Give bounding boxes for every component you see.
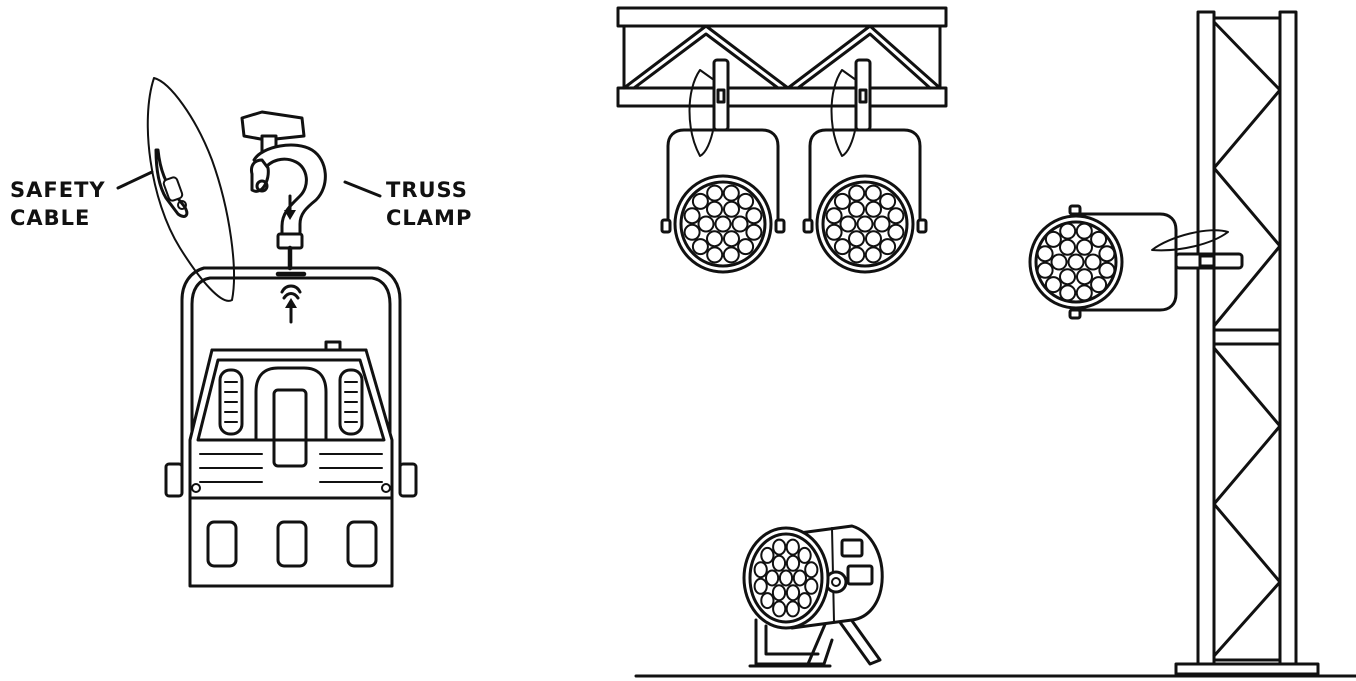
led-lens [697, 215, 715, 233]
led-lens [737, 238, 755, 256]
side-mounted-fixture [1028, 204, 1244, 320]
led-lens [1084, 253, 1102, 271]
led-lens [1090, 230, 1108, 248]
led-lens [1036, 245, 1054, 263]
led-lens [879, 192, 897, 210]
led-lens [804, 577, 819, 595]
safety-cable-label: SAFETY CABLE [10, 176, 106, 232]
led-lens [683, 207, 701, 225]
led-lens [792, 569, 808, 587]
led-lens [785, 584, 801, 602]
led-lens [723, 230, 740, 248]
led-lens [1075, 284, 1093, 302]
led-lens [785, 600, 800, 618]
led-lens [1044, 230, 1062, 248]
led-lens [691, 192, 709, 210]
led-lens [856, 215, 874, 233]
led-lens [706, 200, 723, 218]
led-lens [745, 223, 763, 241]
led-lens [865, 200, 882, 218]
truss-clamp-label-line-1: TRUSS [386, 178, 468, 202]
led-lens [839, 215, 857, 233]
fixture-detail [116, 77, 418, 588]
led-lens [771, 584, 787, 602]
led-lens [873, 215, 891, 233]
led-lens [722, 184, 740, 202]
led-lens [1059, 284, 1077, 302]
led-lens [797, 546, 812, 564]
led-lens [745, 207, 763, 225]
led-lens [887, 223, 905, 241]
led-lens [1044, 276, 1062, 294]
led-lens [865, 230, 882, 248]
led-lens [683, 223, 701, 241]
led-lens [723, 200, 740, 218]
led-lens [1059, 222, 1077, 240]
led-lens [1075, 222, 1093, 240]
led-lens [1059, 268, 1076, 286]
led-lens [753, 577, 768, 595]
led-lens [848, 200, 865, 218]
led-lens [760, 546, 775, 564]
led-lens [1067, 253, 1085, 271]
safety-cable-label-line-1: SAFETY [10, 178, 106, 202]
led-lens [772, 538, 787, 556]
led-lens [879, 238, 897, 256]
safety-cable-icon [146, 77, 235, 302]
led-lens [1076, 238, 1093, 256]
led-lens [797, 592, 812, 610]
led-lens [737, 192, 755, 210]
led-lens [765, 569, 780, 587]
led-lens [887, 207, 905, 225]
led-lens [785, 554, 801, 572]
safety-cable-leader [116, 170, 154, 190]
led-lens [1076, 268, 1093, 286]
led-lens [833, 192, 851, 210]
led-lens [778, 569, 794, 587]
led-lens [771, 554, 787, 572]
truss-clamp-leader [343, 180, 382, 198]
led-lens [706, 184, 724, 202]
hanging-fixture-1 [660, 58, 786, 274]
led-lens [772, 600, 787, 618]
led-lens [1036, 261, 1054, 279]
led-lens [864, 184, 882, 202]
led-lens [691, 238, 709, 256]
led-lens [825, 223, 843, 241]
led-lens [848, 230, 865, 248]
led-lens [714, 215, 732, 233]
led-lens [1098, 261, 1116, 279]
led-lens [731, 215, 749, 233]
horizontal-truss [616, 6, 948, 108]
led-lens [1098, 245, 1116, 263]
fixture-yoke [180, 266, 402, 482]
led-lens [848, 246, 866, 264]
floor-fixture [742, 524, 884, 668]
led-lens [722, 246, 740, 264]
vertical-truss [1174, 10, 1320, 676]
truss-clamp-label-line-2: CLAMP [386, 206, 473, 230]
led-lens [825, 207, 843, 225]
led-lens [848, 184, 866, 202]
hanging-fixture-2 [802, 58, 928, 274]
led-lens [706, 246, 724, 264]
truss-clamp-icon [240, 110, 327, 271]
safety-cable-label-line-2: CABLE [10, 206, 91, 230]
led-lens [785, 538, 800, 556]
led-lens [706, 230, 723, 248]
led-lens [1059, 238, 1076, 256]
led-lens [1050, 253, 1068, 271]
led-lens [864, 246, 882, 264]
led-lens [753, 561, 768, 579]
led-lens [760, 592, 775, 610]
truss-clamp-label: TRUSS CLAMP [386, 176, 472, 232]
led-lens [804, 561, 819, 579]
led-lens [1090, 276, 1108, 294]
fixture-body [164, 340, 418, 588]
led-lens [833, 238, 851, 256]
